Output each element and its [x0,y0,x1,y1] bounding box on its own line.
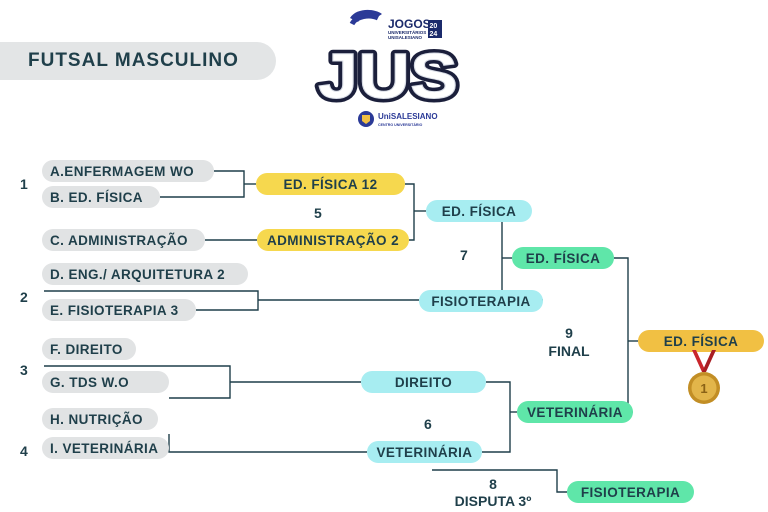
group-number-1: 1 [20,176,28,192]
team-pill: F. DIREITO [42,338,136,360]
logo-brand: UniSALESIANO [378,112,438,121]
match-label-final: FINAL [548,343,590,359]
team-label: B. ED. FÍSICA [50,189,143,205]
semi-label: ED. FÍSICA [525,250,601,266]
group-number-4: 4 [20,443,28,459]
logo-big-text-shadow: JUS [318,40,458,112]
round1-winner: ED. FÍSICA 12 [256,173,405,195]
quarter-label: DIREITO [394,374,453,390]
champion-label: ED. FÍSICA [663,333,739,349]
group-number-2: 2 [20,289,28,305]
semi-label: VETERINÁRIA [527,404,623,420]
team-pill: A.ENFERMAGEM WO [42,160,214,182]
medal-number: 1 [700,381,707,396]
team-label: G. TDS W.O [50,374,130,390]
match-label-third-place: DISPUTA 3º [454,493,532,509]
logo-big-text: JUS [318,40,458,112]
logo-brand-sub: CENTRO UNIVERSITÁRIO [378,122,423,127]
champion-pill: ED. FÍSICA [638,330,764,352]
team-pill: H. NUTRIÇÃO [42,408,158,430]
logo-year-1: 20 [430,23,438,30]
page-title-text: FUTSAL MASCULINO [28,50,239,71]
logo-sub-text-2: UNISALESIANO [388,35,423,40]
gold-medal-icon: 1 [684,350,724,408]
team-label: C. ADMINISTRAÇÃO [50,232,188,248]
quarter-winner: FISIOTERAPIA [419,290,543,312]
match-number-7: 7 [460,247,468,263]
team-label: I. VETERINÁRIA [50,440,159,456]
semi-winner: ED. FÍSICA [512,247,614,269]
third-place-label: FISIOTERAPIA [580,484,681,500]
match-number-8: 8 [489,476,497,492]
quarter-label: FISIOTERAPIA [431,293,531,309]
quarter-label: ED. FÍSICA [441,203,517,219]
round1-label: ED. FÍSICA 12 [283,176,378,192]
logo-top-text: JOGOS [388,17,431,31]
team-pill: I. VETERINÁRIA [42,437,169,459]
round1-winner: ADMINISTRAÇÃO 2 [257,229,409,251]
match-number-6: 6 [424,416,432,432]
match-number-5: 5 [314,205,322,221]
team-pill: B. ED. FÍSICA [42,186,160,208]
team-label: D. ENG./ ARQUITETURA 2 [50,266,226,282]
team-pill: E. FISIOTERAPIA 3 [42,299,196,321]
team-label: E. FISIOTERAPIA 3 [50,302,179,318]
team-pill: G. TDS W.O [42,371,169,393]
semi-winner: VETERINÁRIA [517,401,633,423]
logo-sub-text-1: UNIVERSITÁRIOS [388,29,426,35]
group-number-3: 3 [20,362,28,378]
logo-year-2: 24 [430,31,438,38]
quarter-winner: ED. FÍSICA [426,200,532,222]
jus-logo: JOGOS UNIVERSITÁRIOS UNISALESIANO 20 24 … [312,6,462,132]
quarter-winner: VETERINÁRIA [367,441,482,463]
page-title: FUTSAL MASCULINO [0,42,276,80]
team-label: H. NUTRIÇÃO [50,411,143,427]
quarter-winner: DIREITO [361,371,486,393]
team-pill: C. ADMINISTRAÇÃO [42,229,205,251]
quarter-label: VETERINÁRIA [376,444,473,460]
round1-label: ADMINISTRAÇÃO 2 [266,232,399,248]
team-label: F. DIREITO [50,341,123,357]
team-pill: D. ENG./ ARQUITETURA 2 [42,263,248,285]
third-place-winner: FISIOTERAPIA [567,481,694,503]
team-label: A.ENFERMAGEM WO [50,163,194,179]
match-number-9: 9 [565,325,573,341]
